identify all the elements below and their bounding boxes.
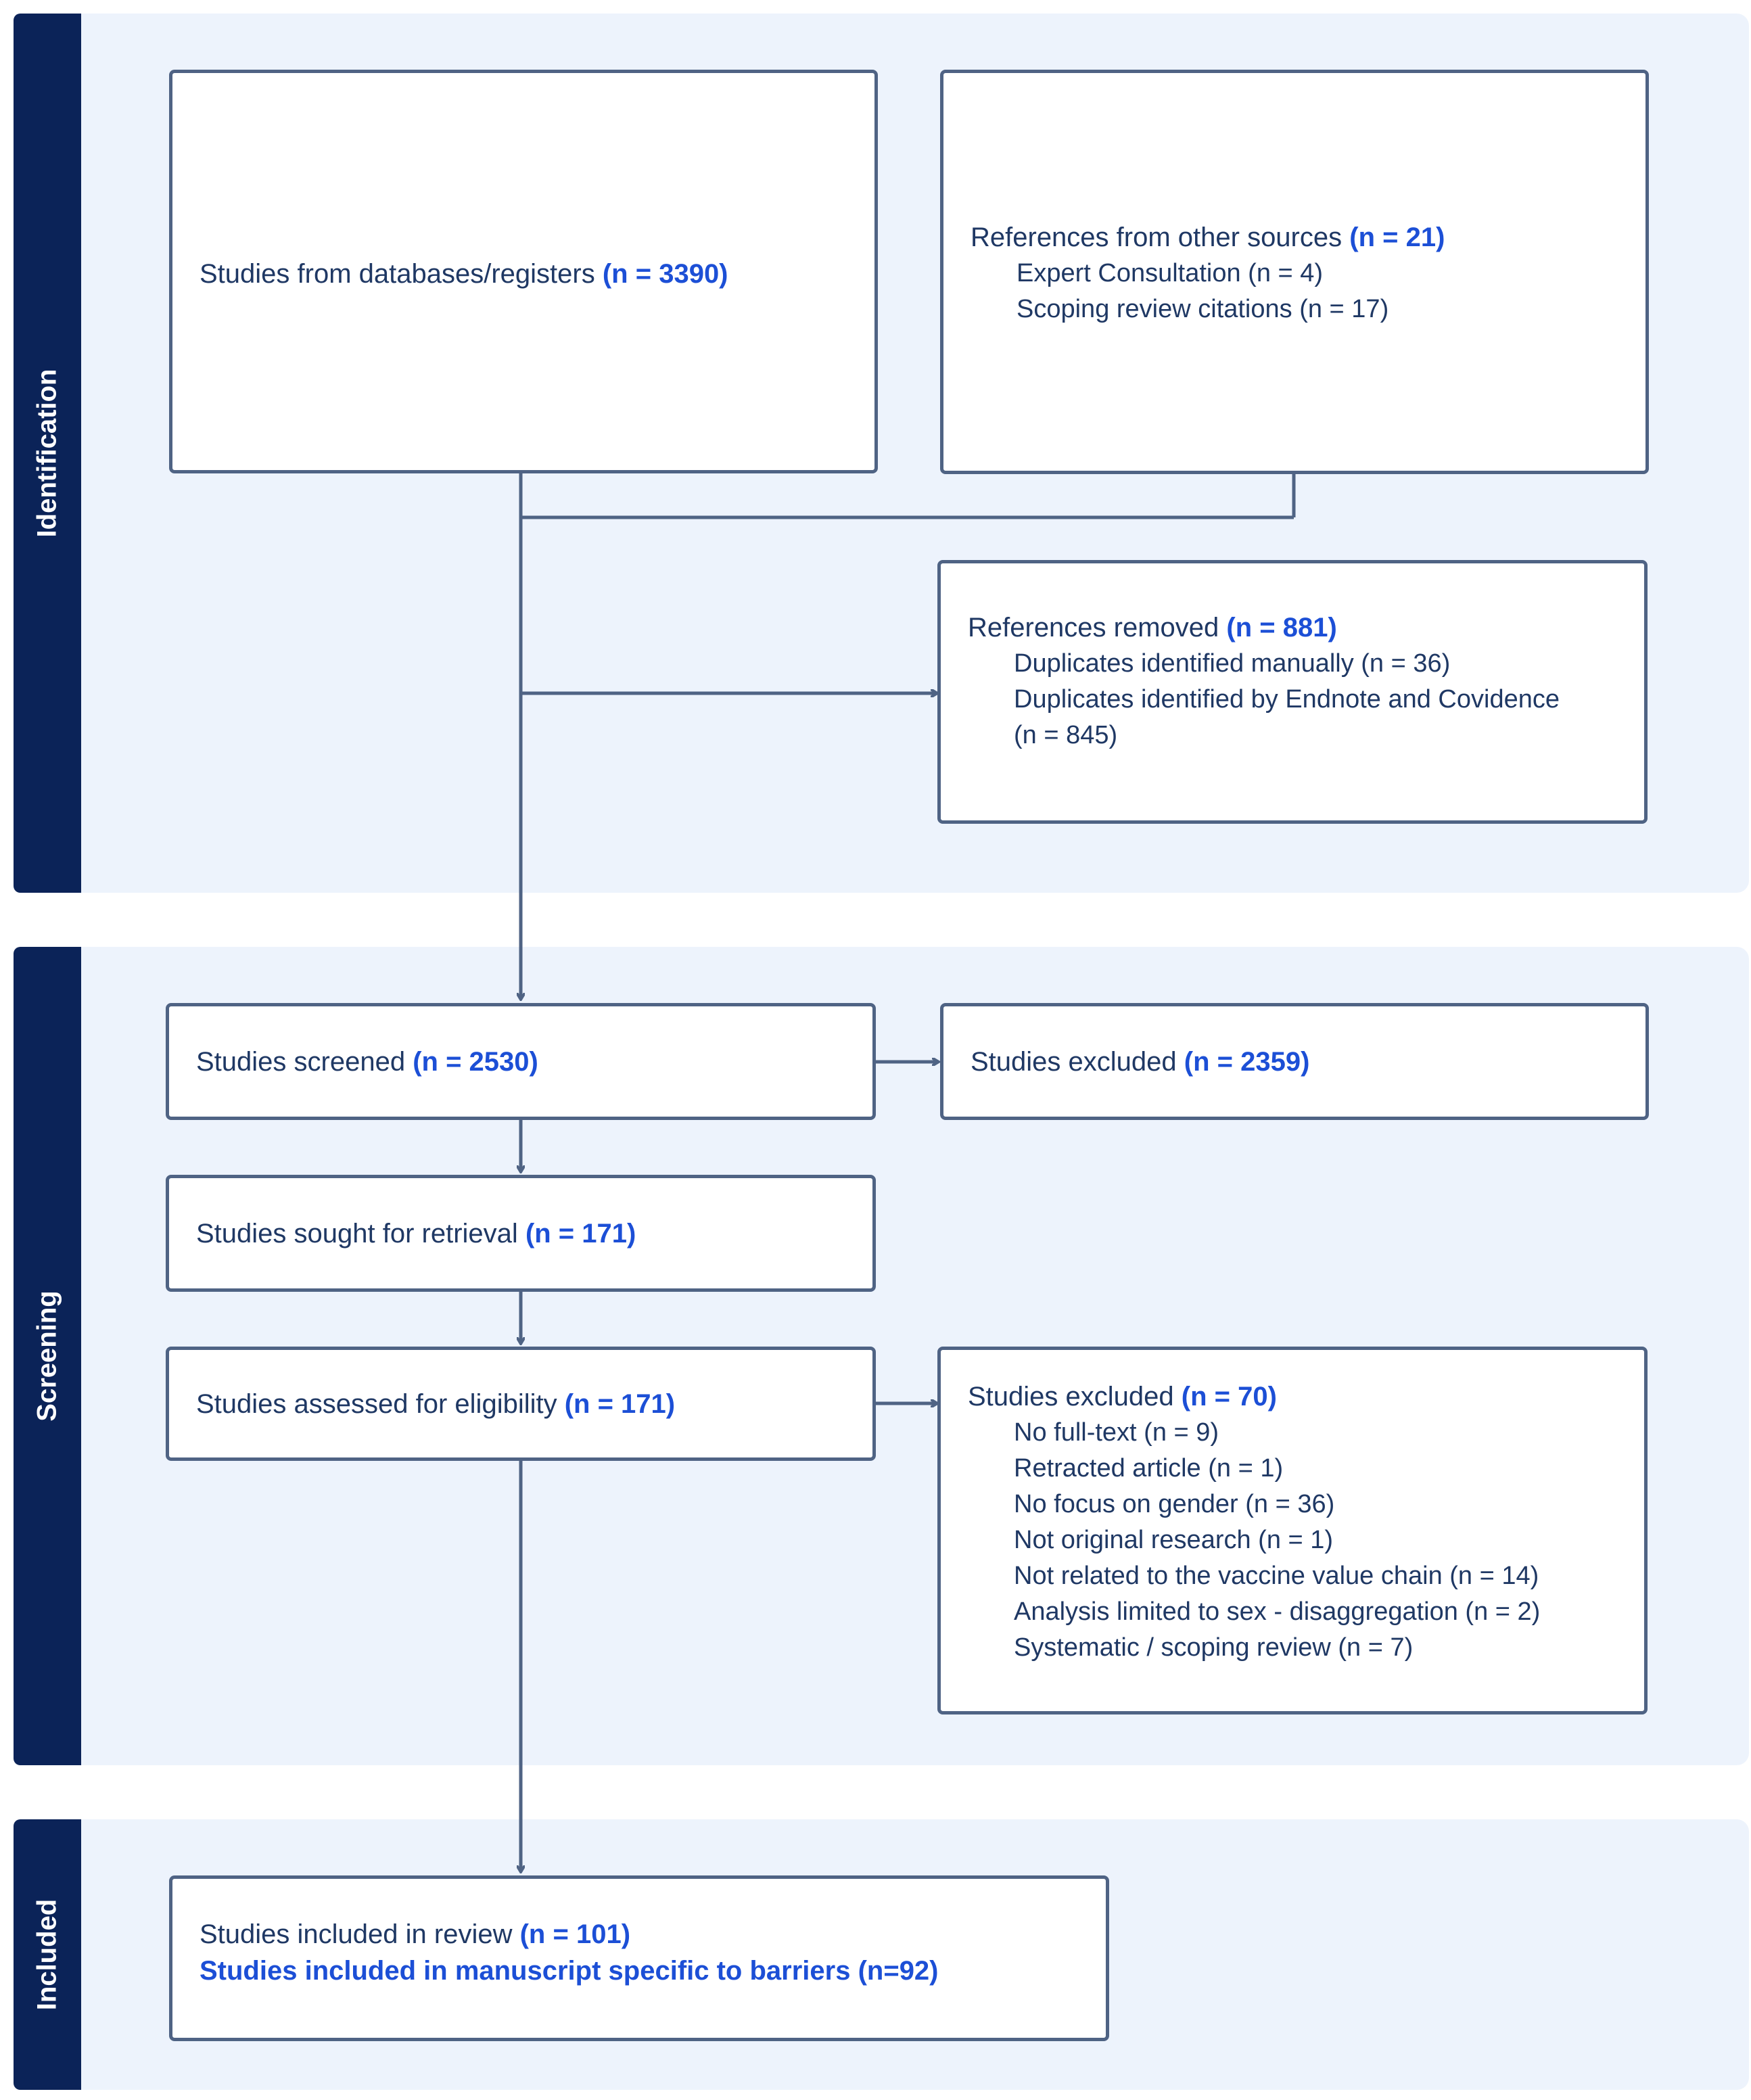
included-box: Studies included in review (n = 101) Stu… bbox=[169, 1875, 1109, 2041]
removed-item: Duplicates identified manually (n = 36) bbox=[1014, 649, 1451, 678]
exclusion-reason: No focus on gender (n = 36) bbox=[1014, 1490, 1335, 1518]
other-sources-item: Scoping review citations (n = 17) bbox=[1017, 295, 1389, 323]
removed-count: (n = 881) bbox=[1226, 613, 1337, 643]
retrieval-box: Studies sought for retrieval (n = 171) bbox=[166, 1175, 876, 1292]
excluded-eligibility-text: Studies excluded bbox=[968, 1382, 1174, 1411]
screening-sidebar: Screening bbox=[14, 947, 81, 1765]
screened-count: (n = 2530) bbox=[413, 1046, 538, 1077]
excluded-screening-box: Studies excluded (n = 2359) bbox=[940, 1003, 1649, 1120]
eligibility-box: Studies assessed for eligibility (n = 17… bbox=[166, 1347, 876, 1461]
exclusion-reason: Retracted article (n = 1) bbox=[1014, 1454, 1284, 1483]
excluded-eligibility-count: (n = 70) bbox=[1181, 1382, 1277, 1411]
exclusion-reason: Systematic / scoping review (n = 7) bbox=[1014, 1633, 1414, 1662]
included-text: Studies included in review bbox=[200, 1919, 513, 1949]
included-count: (n = 101) bbox=[519, 1919, 631, 1949]
removed-text: References removed bbox=[968, 613, 1219, 643]
excluded-screening-count: (n = 2359) bbox=[1184, 1046, 1310, 1077]
removed-item: (n = 845) bbox=[1014, 721, 1118, 749]
identification-sidebar: Identification bbox=[14, 14, 81, 893]
excluded-eligibility-box: Studies excluded (n = 70) No full-text (… bbox=[937, 1347, 1648, 1714]
screened-text: Studies screened bbox=[196, 1046, 406, 1077]
eligibility-count: (n = 171) bbox=[564, 1389, 676, 1419]
other-sources-text: References from other sources bbox=[971, 223, 1343, 252]
exclusion-reason: Not related to the vaccine value chain (… bbox=[1014, 1562, 1539, 1590]
exclusion-reason: Analysis limited to sex - disaggregation… bbox=[1014, 1597, 1541, 1626]
other-sources-box: References from other sources (n = 21) E… bbox=[940, 70, 1649, 474]
databases-text: Studies from databases/registers bbox=[200, 259, 595, 289]
removed-item: Duplicates identified by Endnote and Cov… bbox=[1014, 685, 1560, 714]
other-sources-count: (n = 21) bbox=[1349, 223, 1445, 252]
databases-count: (n = 3390) bbox=[602, 259, 728, 289]
included-highlight: Studies included in manuscript specific … bbox=[200, 1956, 939, 1986]
databases-box: Studies from databases/registers (n = 33… bbox=[169, 70, 878, 473]
excluded-screening-text: Studies excluded bbox=[971, 1046, 1177, 1077]
eligibility-text: Studies assessed for eligibility bbox=[196, 1389, 557, 1419]
screened-box: Studies screened (n = 2530) bbox=[166, 1003, 876, 1120]
removed-box: References removed (n = 881) Duplicates … bbox=[937, 560, 1648, 824]
other-sources-item: Expert Consultation (n = 4) bbox=[1017, 259, 1324, 287]
included-sidebar: Included bbox=[14, 1819, 81, 2090]
exclusion-reason: Not original research (n = 1) bbox=[1014, 1526, 1334, 1554]
retrieval-count: (n = 171) bbox=[525, 1218, 636, 1249]
retrieval-text: Studies sought for retrieval bbox=[196, 1218, 518, 1249]
exclusion-reason: No full-text (n = 9) bbox=[1014, 1418, 1219, 1447]
